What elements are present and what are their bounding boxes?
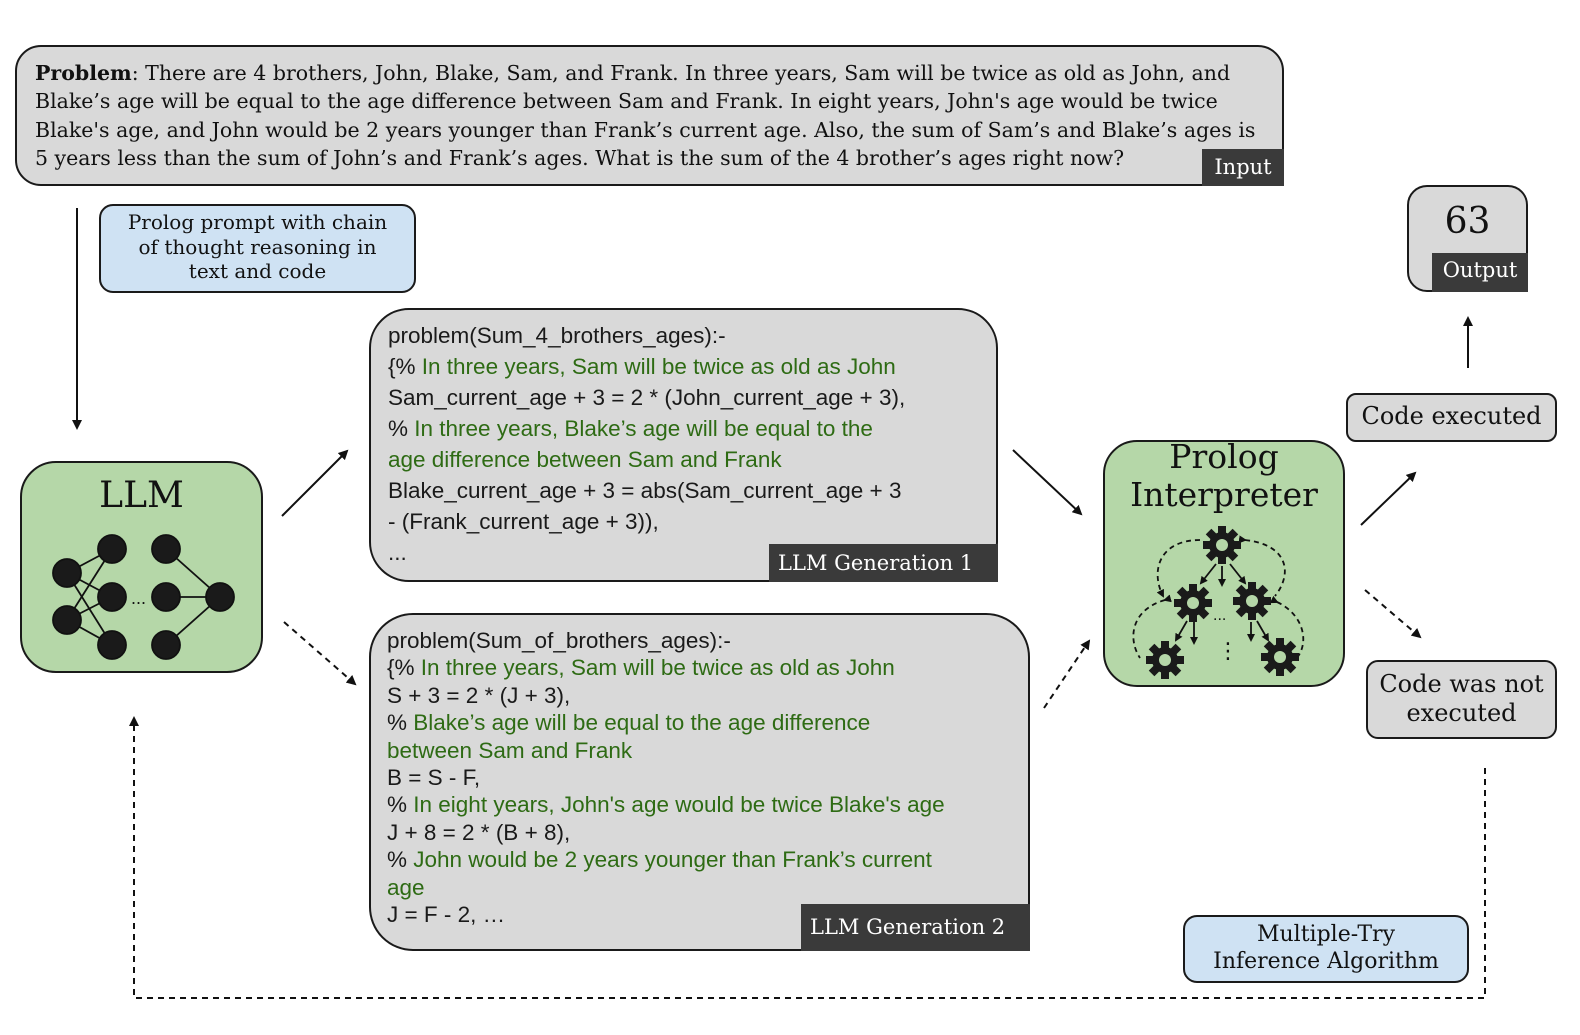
neural-network-ellipsis: ... (131, 588, 146, 608)
code-line: ... (388, 540, 407, 565)
code-line: % In eight years, John's age would be tw… (387, 792, 945, 818)
prompt-note: Prolog prompt with chain of thought reas… (99, 204, 416, 293)
gears-ellipsis-h: ... (1213, 607, 1226, 624)
code-executed-label: Code executed (1361, 402, 1542, 430)
code-line: S + 3 = 2 * (J + 3), (387, 682, 571, 708)
code-line: J + 8 = 2 * (B + 8), (387, 819, 571, 845)
problem-label: Problem (35, 61, 132, 85)
problem-text: : There are 4 brothers, John, Blake, Sam… (35, 61, 1256, 170)
arrow-gen1-to-interpreter (1012, 449, 1083, 516)
arrow-retry-loop (129, 716, 1486, 999)
neural-network-icon (52, 534, 235, 660)
code-line: {% In three years, Sam will be twice as … (388, 354, 896, 379)
generation-1-code: problem(Sum_4_brothers_ages):- {% In thre… (388, 320, 996, 568)
arrow-gen2-to-interpreter (1043, 639, 1091, 709)
input-tag: Input (1202, 149, 1284, 186)
code-line: between Sam and Frank (387, 737, 633, 763)
generation-2-box: problem(Sum_of_brothers_ages):-{% In thr… (369, 613, 1030, 951)
interpreter-title: Prolog Interpreter (1105, 438, 1343, 514)
code-not-executed-box: Code was not executed (1366, 660, 1557, 739)
interpreter-title-line2: Interpreter (1130, 475, 1318, 514)
llm-title: LLM (99, 475, 184, 516)
arrow-llm-to-gen2 (283, 621, 357, 686)
problem-box: Problem: There are 4 brothers, John, Bla… (15, 45, 1284, 186)
code-line: {% In three years, Sam will be twice as … (387, 655, 895, 681)
arrow-interpreter-to-not-executed (1364, 589, 1422, 639)
code-line: % John would be 2 years younger than Fra… (387, 847, 932, 873)
code-not-executed-line1: Code was not (1379, 670, 1544, 698)
code-executed-box: Code executed (1346, 393, 1557, 442)
code-line: Blake_current_age + 3 = abs(Sam_current_… (388, 478, 902, 503)
interpreter-title-line1: Prolog (1169, 437, 1279, 476)
code-line: B = S - F, (387, 765, 481, 791)
code-line: Sam_current_age + 3 = 2 * (John_current_… (388, 385, 906, 410)
algorithm-note-line1: Multiple-Try (1256, 922, 1395, 947)
generation-2-tag: LLM Generation 2 (801, 904, 1030, 951)
code-line: problem(Sum_of_brothers_ages):- (387, 628, 731, 653)
algorithm-note: Multiple-Try Inference Algorithm (1183, 915, 1469, 983)
code-line: J = F - 2, … (387, 902, 506, 928)
output-value: 63 (1444, 201, 1491, 242)
arrow-interpreter-to-executed (1360, 471, 1417, 526)
output-tag: Output (1432, 253, 1528, 292)
code-line: % In three years, Blake’s age will be eq… (388, 416, 873, 441)
code-line: problem(Sum_4_brothers_ages):- (388, 323, 726, 348)
code-line: age difference between Sam and Frank (388, 447, 782, 472)
gears-icon (1132, 526, 1305, 679)
algorithm-note-line2: Inference Algorithm (1213, 949, 1439, 974)
generation-1-tag: LLM Generation 1 (769, 544, 998, 582)
code-not-executed-line2: executed (1406, 699, 1517, 727)
generation-2-code: problem(Sum_of_brothers_ages):-{% In thr… (387, 627, 1028, 928)
code-line: - (Frank_current_age + 3)), (388, 509, 659, 534)
code-line: % Blake’s age will be equal to the age d… (387, 710, 871, 736)
prompt-note-text: Prolog prompt with chain of thought reas… (127, 210, 388, 283)
code-line: age (387, 874, 425, 900)
gears-ellipsis-v: ⋮ (1217, 639, 1239, 664)
generation-1-box: problem(Sum_4_brothers_ages):- {% In thre… (369, 308, 998, 582)
arrow-llm-to-gen1 (281, 449, 349, 517)
